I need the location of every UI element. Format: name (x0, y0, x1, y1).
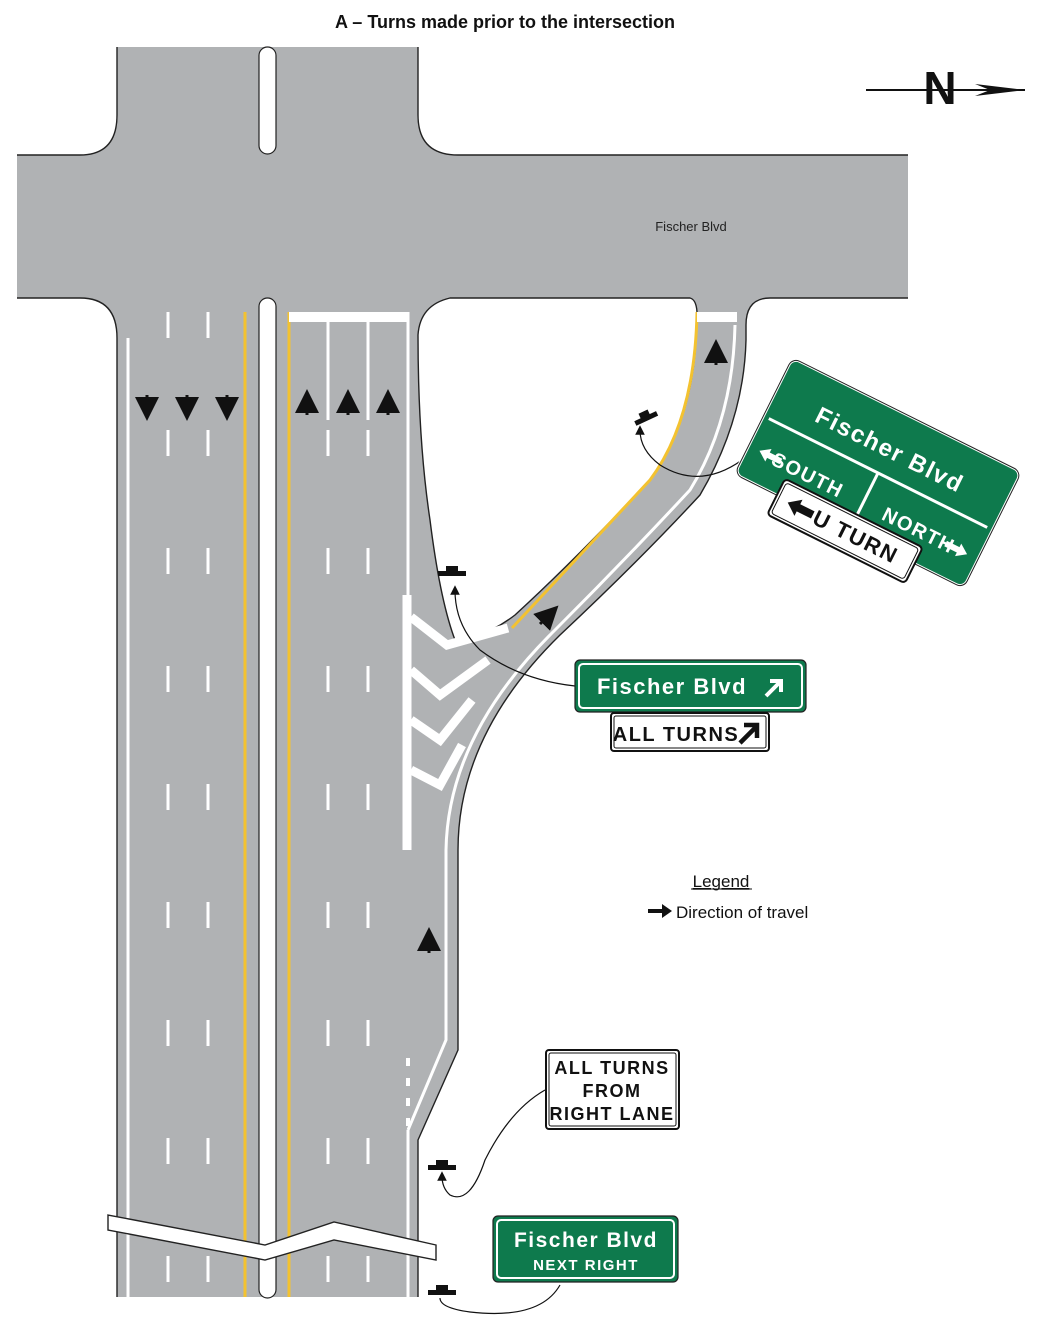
all-turns-sign-label: ALL TURNS (613, 724, 739, 746)
next-right-sign-line1: Fischer Blvd (514, 1229, 658, 1252)
arrow-left-icon (759, 448, 783, 465)
road-label: Fischer Blvd (655, 219, 727, 234)
legend-item-label: Direction of travel (676, 903, 808, 922)
arrow-right-icon (648, 904, 672, 918)
all-turns-sign: ALL TURNS (610, 712, 770, 752)
u-turn-sign: U TURN (767, 479, 923, 583)
right-lane-sign-line3: RIGHT LANE (550, 1104, 675, 1124)
all-turns-right-lane-sign: ALL TURNS FROM RIGHT LANE (545, 1049, 680, 1130)
road-outlines (17, 47, 908, 1297)
fischer-ramp-sign-label: Fischer Blvd (597, 674, 747, 699)
leader-lines (437, 425, 743, 1315)
arrow-up-right-icon (764, 679, 783, 698)
road-break (107, 1214, 437, 1261)
median-south (258, 297, 277, 1299)
diagram-title: A – Turns made prior to the intersection (334, 12, 676, 32)
next-right-sign-line2: NEXT RIGHT (533, 1257, 639, 1274)
ramp-arrow-icon (533, 605, 559, 631)
legend: Legend Direction of travel (648, 872, 808, 922)
right-lane-sign-line2: FROM (583, 1081, 642, 1101)
road-surfaces (17, 46, 908, 1299)
pavement-markings (126, 311, 737, 1297)
north-letter: N (923, 62, 956, 114)
sign-mounts (428, 409, 659, 1295)
lane-arrows (135, 339, 728, 953)
fischer-ramp-sign: Fischer Blvd (574, 659, 807, 713)
right-lane-sign-line1: ALL TURNS (554, 1058, 669, 1078)
island (418, 298, 698, 640)
next-right-sign: Fischer Blvd NEXT RIGHT (492, 1215, 679, 1283)
north-arrow-icon: N (866, 62, 1025, 114)
arrow-up-right-icon (738, 722, 760, 745)
median-north (258, 46, 277, 155)
arrow-left-icon (787, 499, 815, 519)
arrow-right-icon (944, 540, 968, 557)
legend-heading: Legend (693, 872, 750, 891)
